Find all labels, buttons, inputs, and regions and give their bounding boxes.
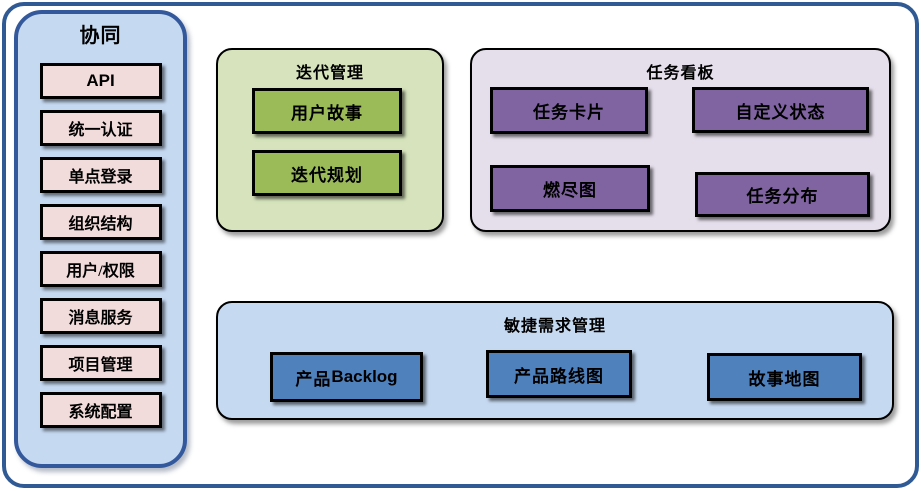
sidebar-item-system-config: 系统配置: [39, 392, 162, 428]
sidebar-item-unified-auth: 统一认证: [39, 110, 162, 146]
sidebar-item-user-permissions: 用户/权限: [39, 251, 162, 287]
box-user-story: 用户故事: [252, 88, 402, 134]
group-iteration-management-title: 迭代管理: [295, 65, 364, 82]
box-iteration-planning: 迭代规划: [252, 150, 402, 196]
collaboration-panel: 协同 API 统一认证 单点登录 组织结构 用户/权限 消息服务 项目管理 系统…: [14, 10, 187, 468]
collaboration-panel-title: 协同: [79, 25, 122, 47]
group-iteration-management: 迭代管理 用户故事 迭代规划: [216, 48, 444, 232]
box-product-backlog-zh: 产品: [295, 369, 332, 389]
box-story-map: 故事地图: [707, 353, 862, 401]
sidebar-item-single-sign-on: 单点登录: [39, 157, 162, 193]
group-agile-requirements-title: 敏捷需求管理: [503, 318, 606, 335]
sidebar-item-org-structure: 组织结构: [39, 204, 162, 240]
sidebar-item-message-service: 消息服务: [39, 298, 162, 334]
group-task-board-title: 任务看板: [646, 65, 715, 82]
sidebar-item-api: API: [39, 63, 162, 99]
sidebar-item-project-management: 项目管理: [39, 345, 162, 381]
box-product-roadmap: 产品路线图: [486, 350, 632, 398]
box-task-distribution: 任务分布: [695, 172, 870, 217]
group-task-board: 任务看板 任务卡片 自定义状态 燃尽图 任务分布: [470, 48, 891, 232]
box-custom-status: 自定义状态: [692, 87, 869, 133]
box-burndown-chart: 燃尽图: [490, 165, 650, 212]
box-task-card: 任务卡片: [490, 87, 648, 134]
box-product-backlog-latin: Backlog: [331, 367, 398, 386]
